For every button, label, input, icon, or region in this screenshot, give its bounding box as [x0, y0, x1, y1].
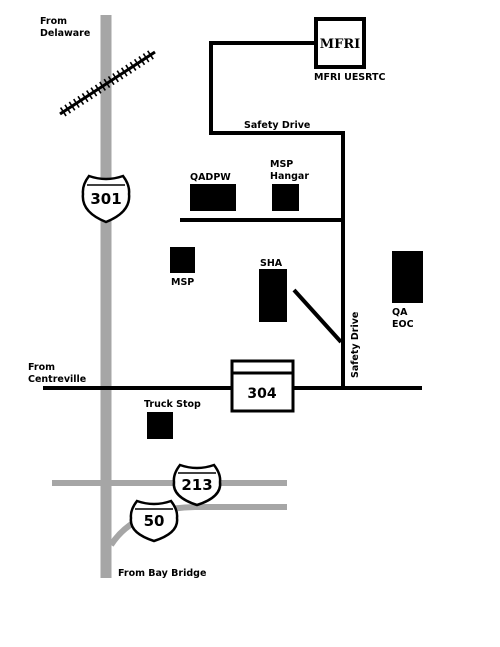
buildings	[147, 184, 423, 439]
rail-tie	[133, 58, 141, 69]
sha-diagonal-road	[292, 288, 343, 344]
road-to-mfri	[209, 41, 343, 135]
msp-hangar-label-line1: MSP	[270, 159, 293, 170]
rail-tie	[103, 78, 111, 89]
route-213-shield: 213	[172, 463, 222, 507]
from-centreville-label-line2: Centreville	[28, 374, 86, 385]
route-213-label: 213	[181, 476, 212, 494]
truck-stop-building	[147, 412, 173, 439]
from-delaware-label-line2: Delaware	[40, 28, 90, 39]
mfri-box: MFRI	[314, 17, 366, 69]
qa-eoc-building	[392, 251, 423, 303]
qadpw-building	[190, 184, 236, 211]
mfri-box-label: MFRI	[320, 37, 361, 52]
us-301-label: 301	[90, 190, 121, 208]
msp-hangar-building	[272, 184, 299, 211]
from-delaware-label-line1: From	[40, 16, 67, 27]
rail-tie	[59, 107, 67, 117]
rail-tie	[73, 98, 80, 108]
rail-tie	[142, 53, 150, 63]
rail-tie	[90, 87, 98, 97]
sha-label: SHA	[260, 258, 283, 269]
mfri-uesrtc-label: MFRI UESRTC	[314, 72, 386, 83]
safety-drive-vertical-label: Safety Drive	[350, 312, 361, 378]
rail-tie	[81, 92, 89, 103]
map-labels: From Delaware MFRI UESRTC Safety Drive Q…	[28, 16, 414, 579]
us-50-shield: 50	[129, 499, 179, 543]
rail-tie	[107, 75, 115, 86]
route-304-sign: 304	[230, 359, 295, 413]
route-304-label: 304	[247, 386, 276, 402]
rail-tie	[116, 70, 124, 80]
rail-tie	[125, 64, 133, 74]
msp-hangar-label-line2: Hangar	[270, 171, 309, 182]
sha-building	[259, 269, 287, 322]
railroad-track	[59, 50, 156, 117]
qa-eoc-label-line1: QA	[392, 307, 408, 318]
from-bay-bridge-label: From Bay Bridge	[118, 568, 206, 579]
us-50-label: 50	[144, 512, 165, 530]
rail-tie	[120, 67, 128, 77]
from-centreville-label-line1: From	[28, 362, 55, 373]
safety-drive-top-label: Safety Drive	[244, 120, 310, 131]
msp-building	[170, 247, 195, 273]
rail-tie	[129, 61, 137, 71]
rail-tie	[138, 56, 146, 66]
qa-eoc-label-line2: EOC	[392, 319, 414, 330]
truck-stop-label: Truck Stop	[144, 399, 201, 410]
us-301-shield: 301	[81, 174, 131, 224]
rail-tie	[64, 104, 72, 114]
rail-tie	[94, 84, 102, 94]
rail-tie	[86, 90, 93, 100]
rail-tie	[112, 73, 119, 83]
rail-tie	[147, 50, 154, 60]
rail-tie	[99, 81, 106, 91]
rail-tie	[68, 101, 76, 111]
qadpw-label: QADPW	[190, 172, 231, 183]
rail-tie	[77, 95, 85, 106]
msp-label: MSP	[171, 277, 194, 288]
